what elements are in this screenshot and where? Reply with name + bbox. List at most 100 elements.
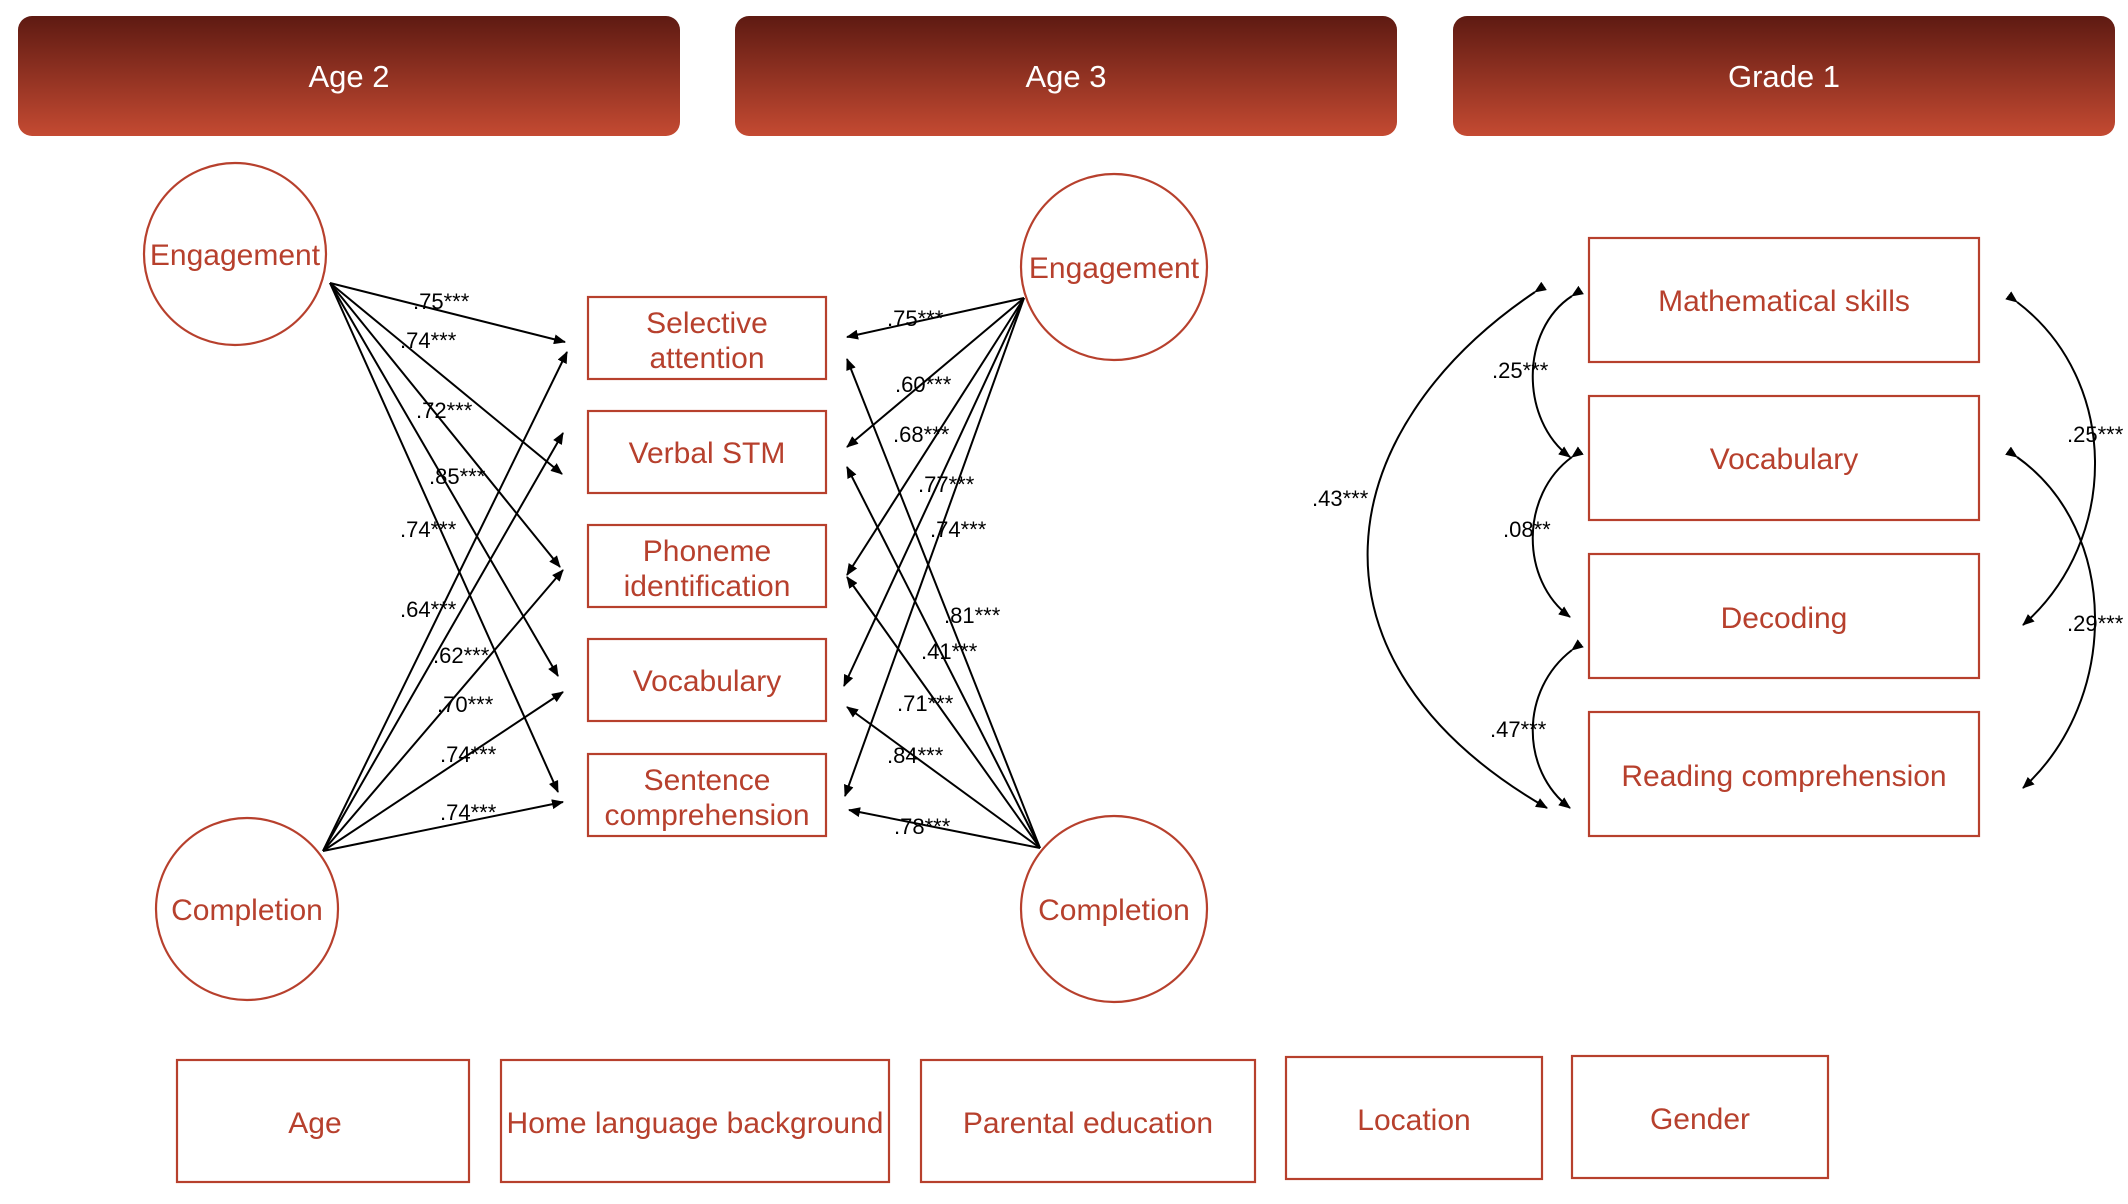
grade1-reading-comprehension-label: Reading comprehension (1621, 760, 1946, 793)
coef-a3c-selective: .81*** (944, 603, 1001, 628)
age2-engagement-node: Engagement (142, 161, 328, 347)
coef-a3e-sentence: .74*** (930, 517, 987, 542)
edge-g1-math-vocab (1531, 285, 1584, 458)
edge-a3e-phoneme (846, 297, 1025, 576)
labels-age3-completion: .81*** .41*** .71*** .84*** .78*** (887, 603, 1001, 839)
coef-a3e-vocabulary: .77*** (918, 472, 975, 497)
coef-a2e-verbal: .74*** (400, 328, 457, 353)
coef-a3e-verbal: .60*** (895, 372, 952, 397)
header-grade-1-label: Grade 1 (1728, 59, 1840, 94)
edge-g1-vocab-reading (2005, 446, 2096, 789)
grade1-reading-comprehension: Reading comprehension (1587, 710, 1981, 838)
edge-a2e-sentence (329, 282, 559, 793)
edges-grade1-left (1366, 281, 1584, 809)
coef-a2e-selective: .75*** (413, 289, 470, 314)
labels-age3-engagement: .75*** .60*** .68*** .77*** .74*** (887, 306, 987, 542)
edge-a2c-phoneme (322, 569, 564, 852)
outcome-phoneme-identification-line-2: identification (624, 570, 791, 603)
edge-a3e-selective (846, 297, 1025, 340)
labels-grade1-right: .25*** .29*** (2067, 422, 2124, 636)
age3-engagement-label: Engagement (1029, 252, 1200, 285)
grade1-mathematical-skills-label: Mathematical skills (1658, 285, 1910, 318)
covariate-parental-education-label: Parental education (963, 1107, 1213, 1140)
edge-a3c-selective (846, 358, 1041, 849)
covariate-location: Location (1284, 1055, 1544, 1181)
header-age-2-label: Age 2 (308, 59, 389, 94)
age3-completion-node: Completion (1019, 814, 1209, 1004)
labels-grade1-left: .25*** .08** .47*** .43*** (1312, 358, 1551, 742)
header-age-2: Age 2 (18, 16, 680, 136)
edge-g1-math-decoding (2005, 291, 2096, 626)
header-age-3: Age 3 (735, 16, 1397, 136)
edge-a3c-vocabulary (846, 706, 1041, 849)
edge-a2c-vocabulary (322, 691, 564, 852)
grade1-decoding: Decoding (1587, 552, 1981, 680)
coef-a3e-selective: .75*** (887, 306, 944, 331)
coef-a2c-selective: .64*** (400, 597, 457, 622)
edges-age3-engagement (843, 297, 1025, 797)
outcome-phoneme-identification-line-1: Phoneme (643, 535, 771, 568)
labels-age2-engagement: .75*** .74*** .72*** .85*** .74*** (400, 289, 486, 542)
coef-a3c-phoneme: .71*** (897, 691, 954, 716)
coef-a2c-verbal: .62*** (433, 643, 490, 668)
edge-a2c-selective (322, 351, 568, 852)
outcome-verbal-stm: Verbal STM (586, 409, 828, 495)
outcome-sentence-comprehension-line-2: comprehension (604, 799, 809, 832)
outcome-selective-attention: Selective attention (586, 295, 828, 381)
edge-a2e-vocabulary (329, 282, 559, 677)
grade1-vocabulary-label: Vocabulary (1710, 443, 1858, 476)
edge-a2e-selective (329, 282, 566, 345)
outcome-selective-attention-line-2: attention (649, 342, 764, 375)
covariate-age-label: Age (288, 1107, 341, 1140)
age2-completion-node: Completion (154, 816, 340, 1002)
coef-a2c-phoneme: .70*** (437, 692, 494, 717)
covariate-age: Age (175, 1058, 471, 1184)
coef-a2c-sentence: .74*** (440, 800, 497, 825)
coef-a3c-vocabulary: .84*** (887, 743, 944, 768)
coef-g1-vocab-decoding: .08** (1503, 517, 1551, 542)
edge-a3c-verbal (846, 466, 1041, 849)
outcome-vocabulary: Vocabulary (586, 637, 828, 723)
coef-a2e-vocabulary: .85*** (429, 464, 486, 489)
age3-engagement-node: Engagement (1019, 172, 1209, 362)
outcome-phoneme-identification: Phoneme identification (586, 523, 828, 609)
covariate-parental-education: Parental education (919, 1058, 1257, 1184)
labels-age2-completion: .64*** .62*** .70*** .74*** .74*** (400, 597, 497, 825)
edge-g1-decoding-reading (1531, 639, 1584, 809)
age2-engagement-label: Engagement (150, 239, 321, 272)
outcome-verbal-stm-label: Verbal STM (629, 437, 786, 470)
grade1-mathematical-skills: Mathematical skills (1587, 236, 1981, 364)
edge-a2c-sentence (322, 799, 564, 852)
edge-g1-vocab-decoding (1531, 446, 1584, 618)
edge-a3e-verbal (846, 297, 1025, 448)
coef-g1-math-reading: .43*** (1312, 486, 1369, 511)
coef-g1-decoding-reading: .47*** (1490, 717, 1547, 742)
edge-a3e-sentence (844, 297, 1025, 797)
outcome-sentence-comprehension: Sentence comprehension (586, 752, 828, 838)
edges-age3-completion (846, 358, 1041, 849)
edges-age2-completion (322, 351, 568, 852)
outcome-sentence-comprehension-line-1: Sentence (644, 764, 771, 797)
edge-a3c-sentence (848, 807, 1041, 849)
edge-a3c-phoneme (846, 576, 1041, 849)
grade1-decoding-label: Decoding (1721, 602, 1848, 635)
coef-a2e-phoneme: .72*** (416, 398, 473, 423)
coef-a3c-verbal: .41*** (921, 639, 978, 664)
outcome-selective-attention-line-1: Selective (646, 307, 768, 340)
grade1-vocabulary: Vocabulary (1587, 394, 1981, 522)
edge-g1-math-reading (1366, 281, 1548, 809)
edge-a3e-vocabulary (843, 297, 1025, 687)
edge-a2e-phoneme (329, 282, 561, 568)
covariate-gender-label: Gender (1650, 1103, 1750, 1136)
edges-age2-engagement (329, 282, 566, 793)
covariate-home-language-background: Home language background (499, 1058, 891, 1184)
edges-grade1-right (2005, 291, 2096, 789)
coef-g1-math-decoding: .25*** (2067, 422, 2124, 447)
coef-g1-vocab-reading: .29*** (2067, 611, 2124, 636)
covariate-home-language-background-label: Home language background (507, 1107, 884, 1140)
coef-a3e-phoneme: .68*** (893, 422, 950, 447)
header-grade-1: Grade 1 (1453, 16, 2115, 136)
coef-a2c-vocabulary: .74*** (440, 742, 497, 767)
coef-a2e-sentence: .74*** (400, 517, 457, 542)
